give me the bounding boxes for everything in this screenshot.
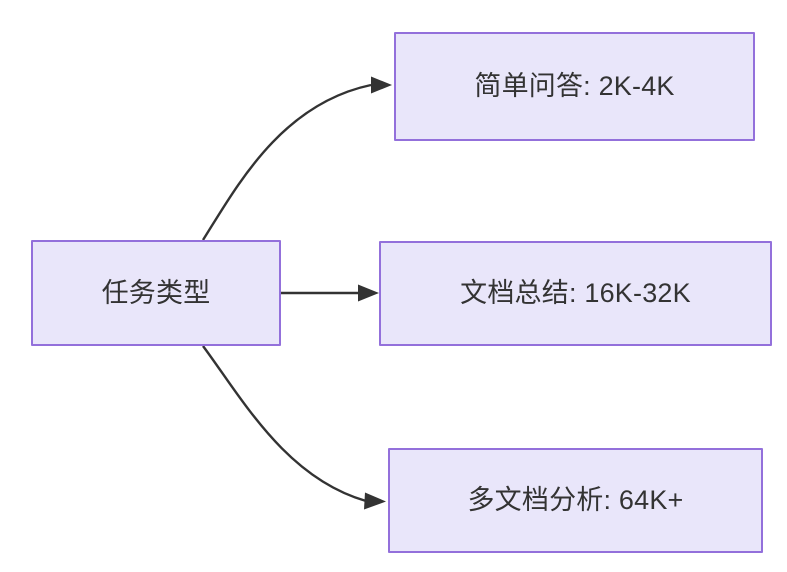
arrow-head-icon: [358, 284, 379, 302]
arrow-head-icon: [371, 76, 392, 94]
node-simple-qa-label: 简单问答: 2K-4K: [474, 71, 675, 102]
node-doc-summary-label: 文档总结: 16K-32K: [460, 278, 691, 309]
node-doc-summary[interactable]: 文档总结: 16K-32K: [379, 241, 772, 346]
edge-to-simple-qa: [201, 76, 392, 241]
node-multi-doc-label: 多文档分析: 64K+: [467, 485, 684, 516]
node-multi-doc[interactable]: 多文档分析: 64K+: [388, 448, 763, 553]
node-task-type[interactable]: 任务类型: [31, 240, 281, 346]
node-simple-qa[interactable]: 简单问答: 2K-4K: [394, 32, 755, 141]
arrow-head-icon: [364, 492, 386, 510]
edge-to-doc-summary: [281, 284, 379, 302]
node-task-type-label: 任务类型: [101, 277, 211, 308]
edge-to-multi-doc: [202, 345, 386, 510]
